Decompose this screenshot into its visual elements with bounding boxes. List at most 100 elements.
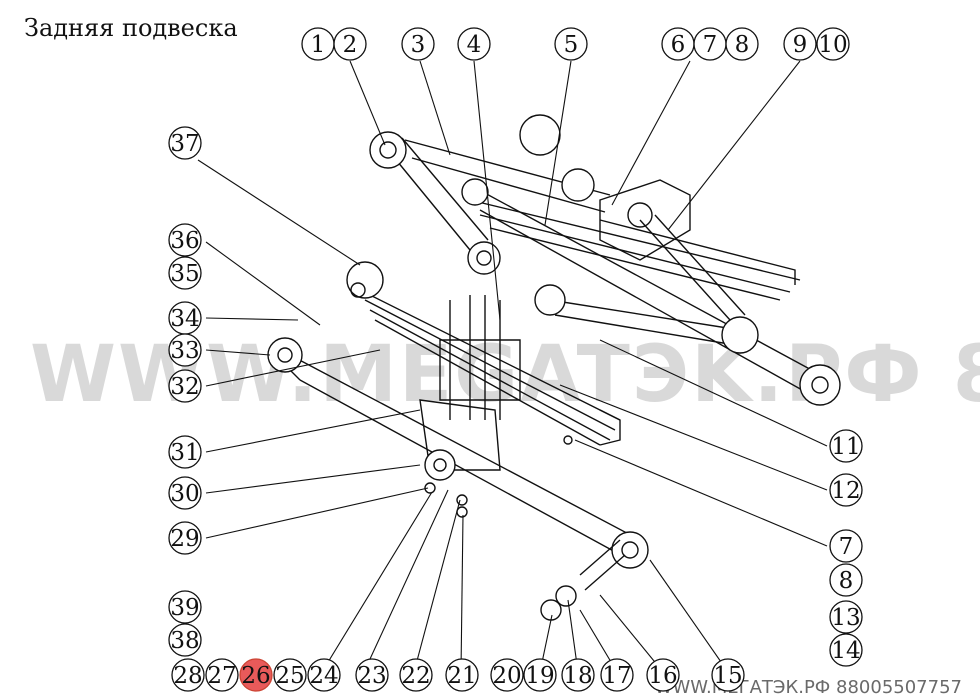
- callout-balloon: [205, 658, 239, 692]
- callout-label: 3: [411, 32, 426, 58]
- callout-balloon: [168, 126, 202, 160]
- callout-balloon: [168, 521, 202, 555]
- callout-35[interactable]: 35: [168, 256, 202, 290]
- callout-39[interactable]: 39: [168, 590, 202, 624]
- callout-32[interactable]: 32: [168, 369, 202, 403]
- callout-balloon: [171, 658, 205, 692]
- callout-label: 18: [563, 663, 592, 689]
- callout-balloon: [829, 529, 863, 563]
- callout-balloon: [239, 658, 273, 692]
- callout-20[interactable]: 20: [490, 658, 524, 692]
- callout-38[interactable]: 38: [168, 623, 202, 657]
- callout-label: 8: [839, 568, 854, 594]
- callout-14[interactable]: 14: [829, 633, 863, 667]
- callout-label: 33: [170, 338, 199, 364]
- callout-label: 37: [170, 131, 199, 157]
- callout-3[interactable]: 3: [401, 27, 435, 61]
- callout-11[interactable]: 11: [829, 429, 863, 463]
- callout-balloon: [829, 473, 863, 507]
- callout-8[interactable]: 8: [829, 563, 863, 597]
- callout-balloon: [168, 333, 202, 367]
- callout-6[interactable]: 6: [661, 27, 695, 61]
- callout-label: 31: [170, 440, 199, 466]
- callout-balloon: [829, 633, 863, 667]
- callout-21[interactable]: 21: [445, 658, 479, 692]
- callout-8[interactable]: 8: [725, 27, 759, 61]
- callout-24[interactable]: 24: [307, 658, 341, 692]
- callout-23[interactable]: 23: [355, 658, 389, 692]
- callout-label: 17: [602, 663, 631, 689]
- callout-balloon: [523, 658, 557, 692]
- callout-7[interactable]: 7: [693, 27, 727, 61]
- callout-balloon: [168, 223, 202, 257]
- callout-balloon: [399, 658, 433, 692]
- callout-label: 34: [170, 306, 199, 332]
- callout-balloon: [600, 658, 634, 692]
- callout-18[interactable]: 18: [561, 658, 595, 692]
- callout-label: 12: [831, 478, 860, 504]
- callout-label: 9: [793, 32, 808, 58]
- callout-10[interactable]: 10: [816, 27, 850, 61]
- callout-label: 15: [713, 663, 742, 689]
- callout-13[interactable]: 13: [829, 600, 863, 634]
- callout-label: 24: [309, 663, 338, 689]
- callout-29[interactable]: 29: [168, 521, 202, 555]
- callout-36[interactable]: 36: [168, 223, 202, 257]
- callout-balloon: [554, 27, 588, 61]
- callout-label: 21: [447, 663, 476, 689]
- callout-15[interactable]: 15: [711, 658, 745, 692]
- leader-lines: [197, 60, 828, 673]
- callout-balloon: [457, 27, 491, 61]
- callout-label: 16: [648, 663, 677, 689]
- callout-label: 26: [241, 663, 270, 689]
- callout-balloon: [445, 658, 479, 692]
- callout-16[interactable]: 16: [646, 658, 680, 692]
- callout-balloon: [168, 623, 202, 657]
- callout-33[interactable]: 33: [168, 333, 202, 367]
- callout-30[interactable]: 30: [168, 476, 202, 510]
- callout-label: 39: [170, 595, 199, 621]
- callout-balloon: [829, 563, 863, 597]
- callout-28[interactable]: 28: [171, 658, 205, 692]
- callout-31[interactable]: 31: [168, 435, 202, 469]
- front-axle-assembly: [267, 261, 649, 621]
- callout-label: 29: [170, 526, 199, 552]
- callout-balloon: [307, 658, 341, 692]
- callout-34[interactable]: 34: [168, 301, 202, 335]
- callout-12[interactable]: 12: [829, 473, 863, 507]
- callout-label: 10: [818, 32, 847, 58]
- callout-19[interactable]: 19: [523, 658, 557, 692]
- callout-label: 38: [170, 628, 199, 654]
- callout-label: 6: [671, 32, 686, 58]
- callout-label: 7: [839, 534, 854, 560]
- callout-balloon: [829, 429, 863, 463]
- diagram-title: Задняя подвеска: [24, 14, 238, 42]
- callout-label: 32: [170, 374, 199, 400]
- callout-4[interactable]: 4: [457, 27, 491, 61]
- callout-balloon: [783, 27, 817, 61]
- callout-27[interactable]: 27: [205, 658, 239, 692]
- callout-1[interactable]: 1: [301, 27, 335, 61]
- callout-balloon: [168, 256, 202, 290]
- callout-2[interactable]: 2: [333, 27, 367, 61]
- callout-balloon: [273, 658, 307, 692]
- callout-label: 30: [170, 481, 199, 507]
- callout-7[interactable]: 7: [829, 529, 863, 563]
- callout-26[interactable]: 26: [239, 658, 273, 692]
- callout-label: 28: [173, 663, 202, 689]
- callout-22[interactable]: 22: [399, 658, 433, 692]
- callout-balloon: [711, 658, 745, 692]
- callout-5[interactable]: 5: [554, 27, 588, 61]
- callout-9[interactable]: 9: [783, 27, 817, 61]
- callout-balloon: [355, 658, 389, 692]
- callout-label: 1: [311, 32, 326, 58]
- callout-label: 19: [525, 663, 554, 689]
- callout-37[interactable]: 37: [168, 126, 202, 160]
- callout-label: 14: [831, 638, 860, 664]
- callout-balloon: [725, 27, 759, 61]
- callout-balloon: [490, 658, 524, 692]
- callout-label: 20: [492, 663, 521, 689]
- callout-25[interactable]: 25: [273, 658, 307, 692]
- callout-17[interactable]: 17: [600, 658, 634, 692]
